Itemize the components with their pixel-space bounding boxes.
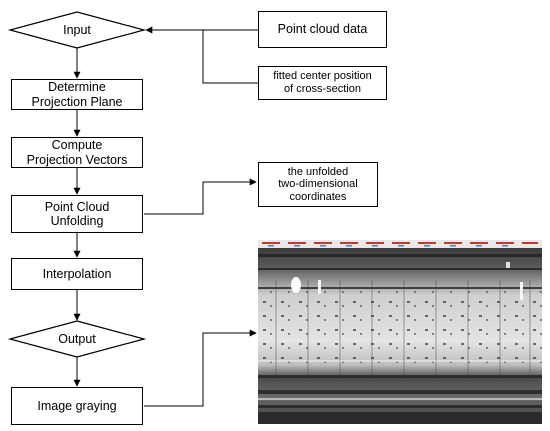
output-text: Output [58, 332, 96, 346]
compute-projection-vectors-box: Compute Projection Vectors [11, 137, 143, 168]
determine-line-2: Projection Plane [31, 94, 123, 109]
unfold-line-1: Point Cloud [44, 199, 110, 214]
compute-line-2: Projection Vectors [26, 152, 128, 167]
connector-fitted [202, 30, 258, 84]
graying-text: Image graying [37, 398, 117, 413]
determine-projection-plane-box: Determine Projection Plane [11, 79, 143, 110]
compute-line-1: Compute [51, 138, 103, 153]
unfold-line-2: Unfolding [50, 214, 104, 228]
unfolded-line-2: two-dimensional [278, 178, 358, 191]
fitted-center-box: fitted center position of cross-section [258, 66, 387, 100]
input-label: Input [10, 12, 144, 48]
determine-line-1: Determine [48, 80, 106, 95]
input-text: Input [63, 23, 91, 37]
fitted-line-2: of cross-section [283, 83, 361, 95]
point-cloud-data-box: Point cloud data [258, 11, 387, 48]
grayscale-tunnel-image [258, 240, 542, 424]
fitted-line-1: fitted center position [273, 70, 372, 83]
unfolded-line-1: the unfolded [287, 165, 349, 178]
grayscale-image-graphic [258, 240, 542, 424]
arrow-unfold-coords [144, 178, 257, 215]
point-cloud-text: Point cloud data [277, 22, 368, 37]
arrow-graying-image [144, 329, 257, 407]
image-graying-box: Image graying [11, 387, 143, 425]
output-label: Output [10, 321, 144, 357]
unfolded-line-3: coordinates [289, 190, 347, 203]
point-cloud-unfolding-box: Point Cloud Unfolding [11, 195, 143, 233]
interpolation-box: Interpolation [11, 258, 143, 290]
unfolded-coordinates-box: the unfolded two-dimensional coordinates [258, 162, 378, 207]
interpolation-text: Interpolation [42, 266, 112, 281]
